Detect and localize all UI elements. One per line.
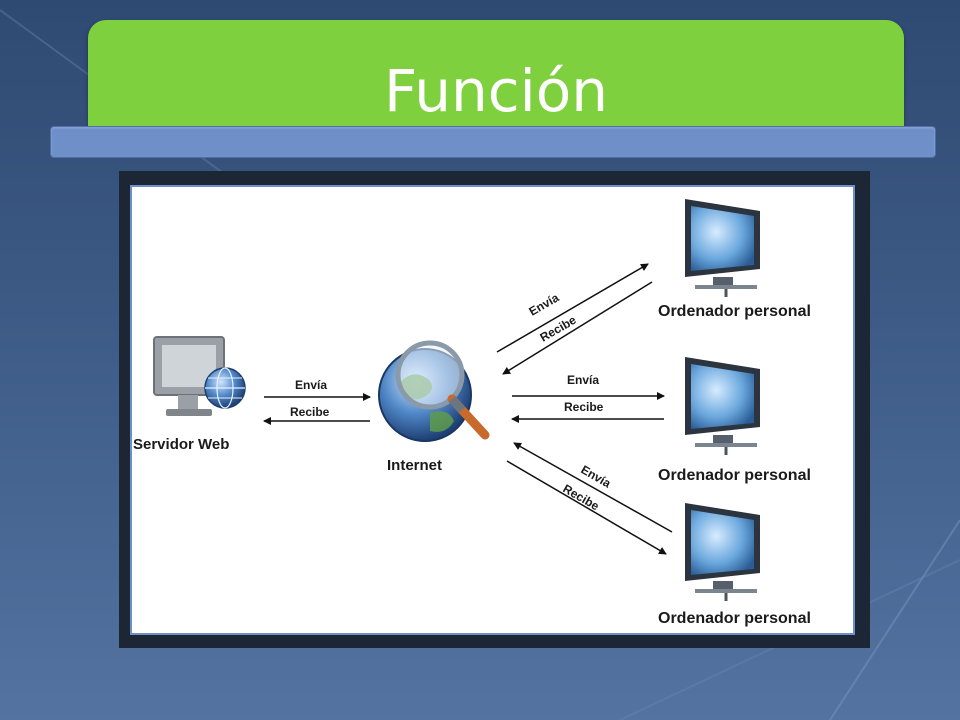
pc3-send-arrow (513, 442, 673, 533)
pc3-label: Ordenador personal (658, 610, 811, 627)
slide-title: Función (384, 57, 608, 125)
pc3-send-label: Envía (579, 462, 614, 490)
pc2-label: Ordenador personal (658, 467, 811, 484)
pc-node-1: Ordenador personal (658, 199, 811, 320)
pc3-receive-label: Recibe (561, 481, 602, 513)
server-send-label: Envía (295, 378, 327, 392)
pc-monitor-icon (685, 357, 760, 455)
server-link: Envía Recibe (263, 378, 371, 425)
pc1-label: Ordenador personal (658, 303, 811, 320)
title-underline-bar (50, 126, 936, 158)
pc3-receive-arrow (506, 460, 667, 555)
server-receive-label: Recibe (290, 405, 330, 419)
title-banner: Función (88, 20, 904, 130)
pc-monitor-icon (685, 503, 760, 601)
server-node: Servidor Web (133, 336, 246, 453)
server-label: Servidor Web (133, 436, 229, 453)
pc2-send-label: Envía (567, 373, 599, 387)
pc3-link: Envía Recibe (506, 442, 673, 555)
pc1-send-label: Envía (527, 290, 562, 318)
pc1-receive-arrow (502, 281, 653, 375)
internet-node: Internet (378, 340, 490, 474)
magnifier-icon (395, 340, 490, 440)
pc-node-3: Ordenador personal (658, 503, 811, 627)
internet-label: Internet (387, 457, 442, 474)
pc-monitor-icon (685, 199, 760, 297)
pc1-send-arrow (496, 263, 649, 353)
pc2-link: Envía Recibe (511, 373, 665, 423)
pc2-receive-label: Recibe (564, 400, 604, 414)
globe-icon (204, 367, 246, 409)
pc1-link: Envía Recibe (496, 263, 653, 375)
pc-node-2: Ordenador personal (658, 357, 811, 484)
network-diagram: Servidor Web Envía Recibe Internet Orden… (133, 199, 811, 627)
